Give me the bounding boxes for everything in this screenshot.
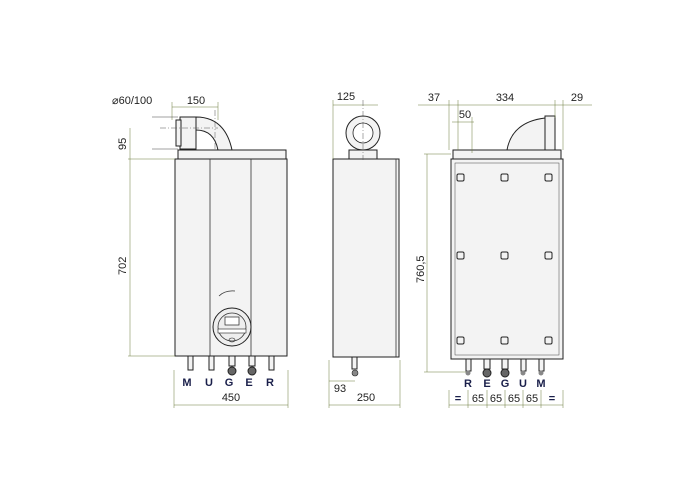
display-screen [224,316,240,326]
rear-bracket-width-dimension: 334 [496,92,514,104]
rear-left-margin-dimension: 37 [428,92,440,104]
side-pipe-offset-dimension: 93 [334,383,346,395]
spacing-equal-left: = [455,393,461,405]
spacing-dimension: 65 [472,393,484,405]
front-height-dimension: 702 [117,257,129,275]
connection-label-m: M [182,377,191,389]
boiler-casing-side [332,158,400,358]
spacing-dimension: 65 [490,393,502,405]
mounting-bracket [177,149,287,160]
rear-connection-label-g: G [501,378,510,390]
connection-label-g: G [225,377,234,389]
mounting-slots [456,173,553,345]
rear-right-margin-dimension: 29 [571,92,583,104]
connection-pipes [187,355,275,376]
connection-label-r: R [266,377,274,389]
flue-diameter-label: ⌀60/100 [112,95,152,107]
rear-connection-label-e: E [483,378,490,390]
front-view: M U G E R ⌀60/100 150 95 702 450 [112,95,289,408]
rear-hole-offset-dimension: 50 [459,109,471,121]
connection-label-e: E [245,377,252,389]
rear-connection-label-m: M [536,378,545,390]
control-panel [212,307,252,347]
button-row [217,328,247,334]
side-flue-offset-dimension: 125 [337,91,355,103]
flue-offset-dimension: 150 [187,95,205,107]
rear-connection-label-r: R [464,378,472,390]
spacing-dimension: 65 [526,393,538,405]
side-view: 125 93 250 [328,91,401,408]
brand-logo-icon [218,290,236,297]
flue-height-dimension: 95 [117,138,129,150]
spacing-dimension: 65 [508,393,520,405]
rear-connection-pipes [465,358,545,378]
connection-label-u: U [205,377,213,389]
rear-height-dimension: 760,5 [415,255,427,283]
rear-connection-label-u: U [519,378,527,390]
side-depth-dimension: 250 [357,392,375,404]
spacing-equal-right: = [549,393,555,405]
front-width-dimension: 450 [222,392,240,404]
rear-view: R E G U M 37 334 29 50 760,5 = 65 65 65 … [415,92,592,408]
